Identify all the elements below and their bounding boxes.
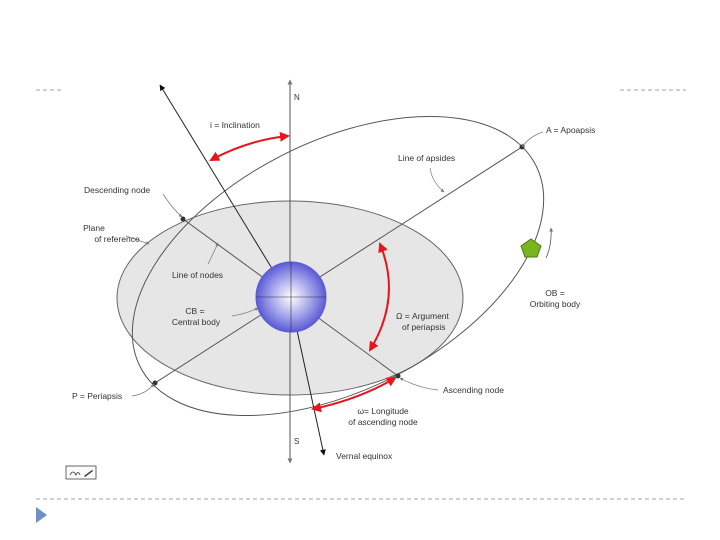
argument-of-periapsis-label-line2: of periapsis bbox=[402, 322, 445, 332]
descending-node-label: Descending node bbox=[84, 185, 150, 195]
inclination-label: i = Inclination bbox=[210, 120, 260, 130]
orbit-normal-line bbox=[159, 84, 291, 299]
longitude-label-line2: of ascending node bbox=[348, 417, 418, 427]
leader-ascending-node bbox=[399, 377, 439, 391]
argument-of-periapsis-arrow bbox=[368, 242, 390, 352]
leader-descending-node bbox=[162, 193, 183, 218]
line-of-apsides bbox=[154, 146, 523, 384]
periapsis-label: P = Periapsis bbox=[72, 391, 122, 401]
longitude-label-line1: ω= Longitude bbox=[357, 406, 409, 416]
leader-line-of-apsides bbox=[429, 167, 445, 193]
leader-line-of-nodes bbox=[207, 242, 219, 265]
leader-central-body bbox=[231, 307, 259, 317]
pen-tool-icon[interactable] bbox=[65, 465, 97, 480]
inclination-arrow bbox=[209, 131, 290, 161]
longitude-ascending-node-arrow bbox=[311, 376, 397, 413]
triangle-play-icon[interactable] bbox=[36, 507, 47, 523]
ascending-node-label: Ascending node bbox=[443, 385, 504, 395]
argument-of-periapsis-label-line1: Ω = Argument bbox=[396, 311, 450, 321]
plane-label-line2: of reference bbox=[94, 234, 140, 244]
central-body-label-line2: Central body bbox=[172, 317, 221, 327]
leader-apoapsis bbox=[521, 131, 544, 148]
motion-direction-arrow bbox=[545, 227, 554, 259]
south-label: S bbox=[294, 437, 299, 446]
descending-node-dot bbox=[180, 216, 186, 222]
plane-label-line1: Plane bbox=[83, 223, 105, 233]
line-of-apsides-label: Line of apsides bbox=[398, 153, 455, 163]
central-body-label-line1: CB = bbox=[185, 306, 204, 316]
ascending-node-dot bbox=[395, 373, 401, 379]
vernal-equinox-label: Vernal equinox bbox=[336, 451, 393, 461]
orbiting-body-label-line2: Orbiting body bbox=[530, 299, 581, 309]
line-of-nodes-label: Line of nodes bbox=[172, 270, 223, 280]
leader-periapsis bbox=[131, 383, 155, 397]
leader-plane bbox=[125, 235, 150, 245]
orbiting-body bbox=[520, 238, 542, 258]
orbiting-body-label-line1: OB = bbox=[545, 288, 565, 298]
apoapsis-label: A = Apoapsis bbox=[546, 125, 595, 135]
north-label: N bbox=[294, 93, 300, 102]
